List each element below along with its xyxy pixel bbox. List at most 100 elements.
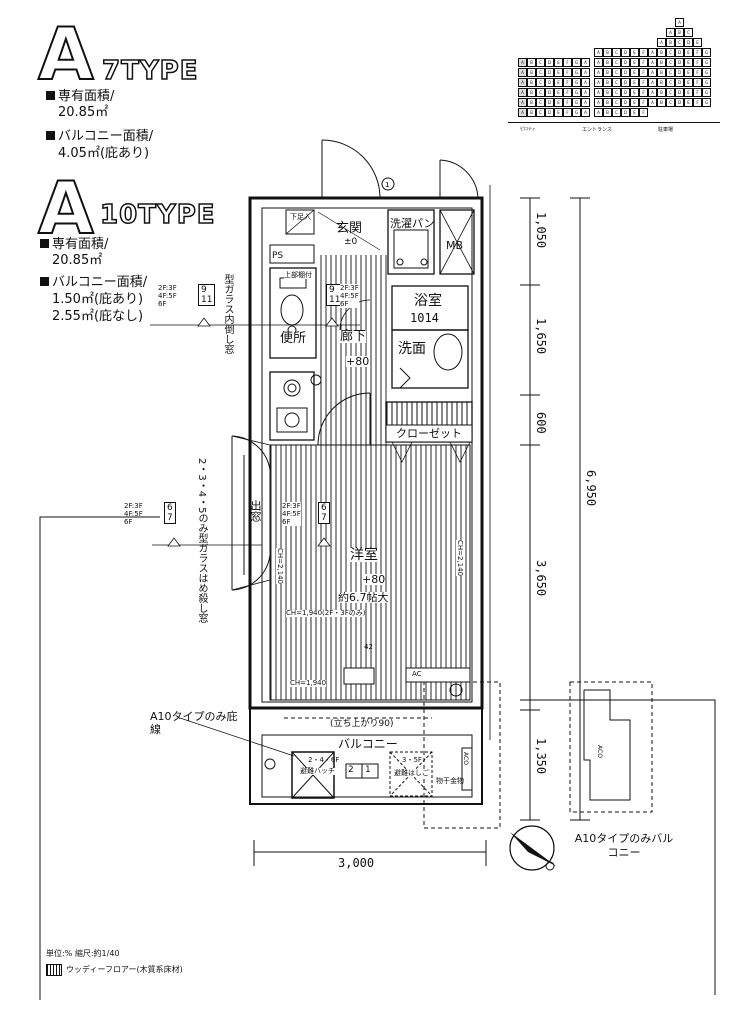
keyplan-unit-cell: F (693, 58, 702, 67)
keyplan-unit-cell: F (639, 88, 648, 97)
ac-label: AC (412, 670, 422, 678)
entrance-label: 玄関 (336, 221, 363, 236)
keyplan-unit-cell: F (563, 88, 572, 97)
evacuation-hatch-left (291, 751, 335, 799)
dim-600: 600 (534, 412, 548, 434)
dim-3000: 3,000 (338, 856, 375, 870)
a7-letter: A (37, 12, 95, 96)
keyplan-unit-cell: A (594, 98, 603, 107)
wash-basin (433, 333, 463, 371)
keyplan-unit-cell: C (666, 58, 675, 67)
keyplan-unit-cell: F (639, 68, 648, 77)
kitchen-counter (269, 371, 315, 441)
bath-label: 浴室 (414, 293, 442, 309)
balcony-floors-left: 2・4・6F (308, 756, 340, 764)
keyplan-unit-cell: D (621, 78, 630, 87)
bay-window-swing-lower (231, 554, 271, 591)
keyplan-unit-cell: A (675, 18, 684, 27)
keyplan-unit-cell: A (518, 88, 527, 97)
keyplan-unit-cell: G (702, 78, 711, 87)
keyplan-unit-cell: A (581, 68, 590, 77)
keyplan-unit-cell: C (612, 78, 621, 87)
keyplan-unit-cell: E (554, 58, 563, 67)
keyplan-unit-cell: E (684, 68, 693, 77)
keyplan-unit-cell: D (545, 88, 554, 97)
keyplan-unit-cell: B (657, 88, 666, 97)
keyplan-unit-cell: D (621, 48, 630, 57)
mb-door-swing (439, 159, 479, 199)
keyplan-unit-cell: C (612, 108, 621, 117)
keyplan-unit-cell: F (693, 68, 702, 77)
bay-window-label: 出窓 (249, 500, 262, 522)
keyplan-unit-cell: D (545, 108, 554, 117)
ch-beam-2: CH=1,940 (290, 679, 327, 687)
keyplan-unit-cell: A (581, 78, 590, 87)
keyplan-unit-cell: A (581, 108, 590, 117)
keyplan-unit-cell: C (666, 98, 675, 107)
keyplan-unit-cell: D (675, 88, 684, 97)
mid-window-type: 2・3・4・5のみ型ガラスはめ殺し窓 (196, 458, 207, 624)
keyplan-unit-cell: D (621, 98, 630, 107)
keyplan-unit-cell: E (630, 108, 639, 117)
keyplan-unit-cell: B (657, 98, 666, 107)
keyplan-unit-cell: C (536, 108, 545, 117)
toilet-room (269, 267, 317, 359)
balcony (249, 707, 483, 805)
keyplan-unit-cell: A (518, 58, 527, 67)
a10-suffix: 10TYPE (99, 200, 216, 230)
keyplan-unit-cell: E (684, 58, 693, 67)
meter-box (439, 209, 475, 275)
keyplan-unit-cell: C (666, 78, 675, 87)
keyplan-unit-cell: F (563, 108, 572, 117)
keyplan-unit-cell: A (594, 78, 603, 87)
keyplan-unit-cell: C (536, 78, 545, 87)
keyplan-unit-cell: A (648, 58, 657, 67)
bay-window-swing-upper (231, 435, 271, 471)
drying-rack-label: 物干金物 (436, 777, 464, 785)
svg-text:1: 1 (385, 181, 389, 189)
keyplan-unit-cell: D (621, 108, 630, 117)
keyplan-unit-cell: A (648, 48, 657, 57)
keyplan-unit-cell: B (657, 48, 666, 57)
keyplan-unit-cell: G (702, 58, 711, 67)
a10-only-balcony (423, 681, 501, 829)
washroom (391, 329, 469, 389)
upper-window-type: 型ガラス内倒し窓 (222, 274, 233, 354)
keyplan-unit-cell: G (702, 48, 711, 57)
north-arrow (509, 825, 556, 871)
keyplan-unit-cell: B (603, 98, 612, 107)
keyplan-unit-cell: A (581, 58, 590, 67)
keyplan-unit-cell: F (639, 108, 648, 117)
a10-balcony-label: バルコニー面積/ (40, 274, 147, 291)
keyplan-parking-label: 駐車場 (658, 127, 674, 133)
keyplan-unit-cell: B (527, 58, 536, 67)
keyplan-unit-cell: B (603, 108, 612, 117)
keyplan-unit-cell: E (630, 98, 639, 107)
keyplan-unit-cell: E (554, 88, 563, 97)
keyplan-unit-cell: A (594, 58, 603, 67)
keyplan-unit-cell: D (545, 68, 554, 77)
keyplan-unit-cell: D (545, 98, 554, 107)
laundry-pan (387, 209, 435, 275)
a10-area-label: 専有面積/ (40, 236, 108, 253)
keyplan-unit-cell: B (527, 108, 536, 117)
keyplan-unit-cell: A (648, 88, 657, 97)
aco-label-a10: ACO (596, 745, 603, 758)
dim-1050: 1,050 (534, 212, 548, 249)
laundry-label: 洗濯パン (390, 217, 435, 230)
keyplan-unit-cell: E (693, 38, 702, 47)
keyplan-unit-cell: C (612, 58, 621, 67)
keyplan-unit-cell: F (563, 68, 572, 77)
keyplan-unit-cell: F (693, 48, 702, 57)
western-room-level: +80 (362, 573, 386, 586)
keyplan-unit-cell: C (536, 68, 545, 77)
keyplan-unit-cell: C (675, 38, 684, 47)
keyplan-unit-cell: G (702, 98, 711, 107)
western-room-floor (269, 444, 471, 701)
keyplan-unit-cell: A (581, 88, 590, 97)
keyplan-unit-cell: C (612, 48, 621, 57)
